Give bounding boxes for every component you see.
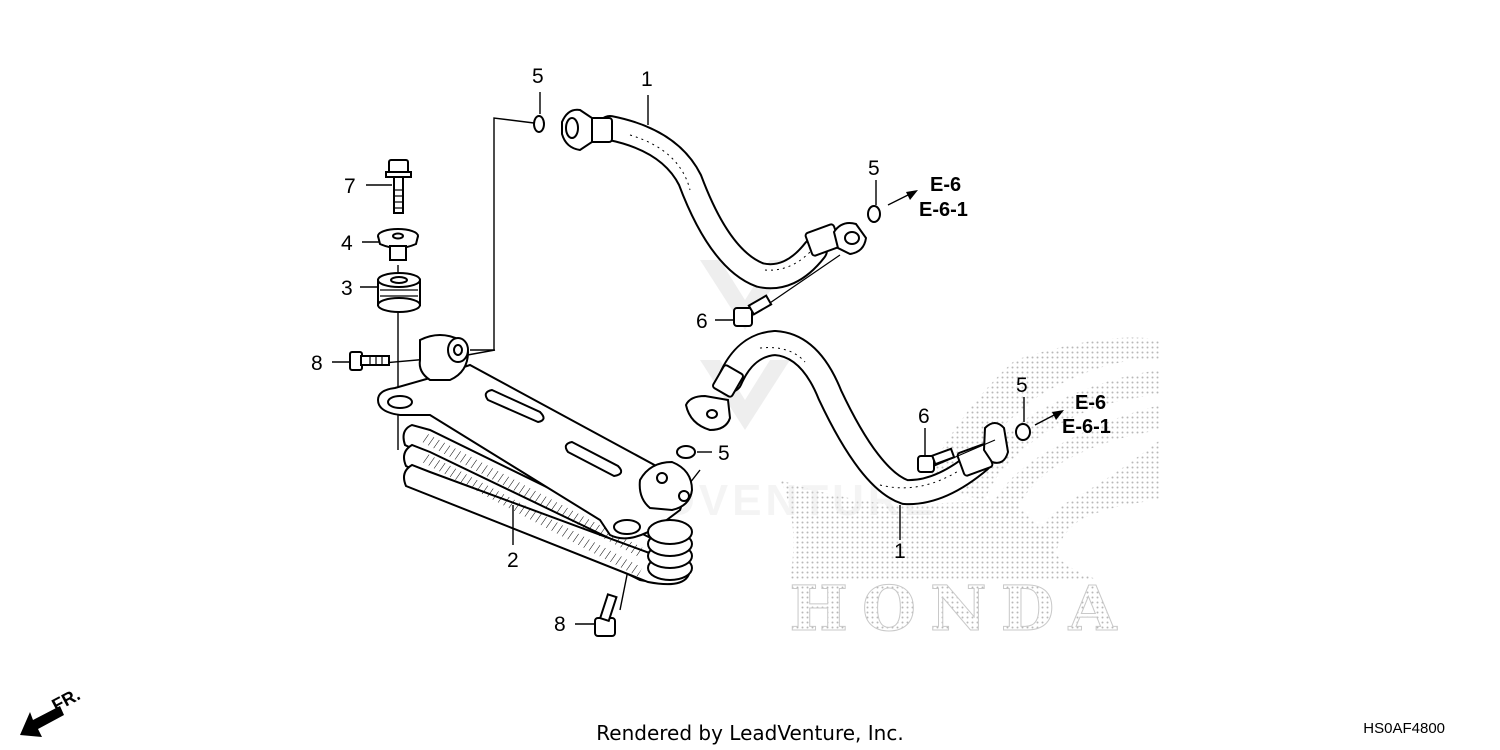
oil-cooler bbox=[376, 334, 694, 586]
callout-1-upper: 1 bbox=[641, 68, 653, 91]
ref-upper-a[interactable]: E-6 bbox=[930, 174, 961, 196]
ref-lower-a[interactable]: E-6 bbox=[1075, 392, 1106, 414]
callout-1-lower: 1 bbox=[894, 540, 906, 563]
collar bbox=[377, 228, 419, 261]
honda-brand-watermark: HONDA bbox=[789, 572, 1130, 645]
ref-lower-b[interactable]: E-6-1 bbox=[1062, 416, 1111, 438]
callout-5-right-lower: 5 bbox=[1016, 374, 1028, 397]
callout-8-left: 8 bbox=[311, 352, 323, 375]
grommet bbox=[377, 272, 421, 313]
callout-4: 4 bbox=[341, 232, 353, 255]
callout-5-cooler: 5 bbox=[718, 442, 730, 465]
front-direction-marker: FR. bbox=[20, 684, 83, 737]
callout-6-lower: 6 bbox=[918, 405, 930, 428]
arrow-icon bbox=[1052, 410, 1064, 420]
diagram-code: HS0AF4800 bbox=[1363, 720, 1445, 737]
bolt-left bbox=[349, 351, 390, 371]
callout-6-upper: 6 bbox=[696, 310, 708, 333]
callout-2: 2 bbox=[507, 549, 519, 572]
front-arrow-icon bbox=[20, 706, 64, 737]
callout-7: 7 bbox=[344, 175, 356, 198]
callout-3: 3 bbox=[341, 277, 353, 300]
bolt-top bbox=[385, 159, 412, 214]
footer-credit: Rendered by LeadVenture, Inc. bbox=[596, 721, 903, 745]
oring-cooler bbox=[676, 445, 696, 459]
oring-mid-upper bbox=[867, 205, 881, 223]
oring-right-lower bbox=[1015, 423, 1031, 441]
bolt-upper-hose bbox=[733, 294, 773, 327]
callout-5-top: 5 bbox=[532, 65, 544, 88]
callout-8-bottom: 8 bbox=[554, 613, 566, 636]
hose-lower bbox=[684, 329, 1010, 506]
oring-top bbox=[533, 115, 545, 133]
ref-upper-b[interactable]: E-6-1 bbox=[919, 199, 968, 221]
callout-5-mid-upper: 5 bbox=[868, 157, 880, 180]
bolt-bottom bbox=[594, 593, 618, 637]
arrow-icon bbox=[906, 190, 918, 200]
bolt-lower-hose bbox=[917, 447, 956, 473]
hose-upper bbox=[561, 108, 868, 321]
